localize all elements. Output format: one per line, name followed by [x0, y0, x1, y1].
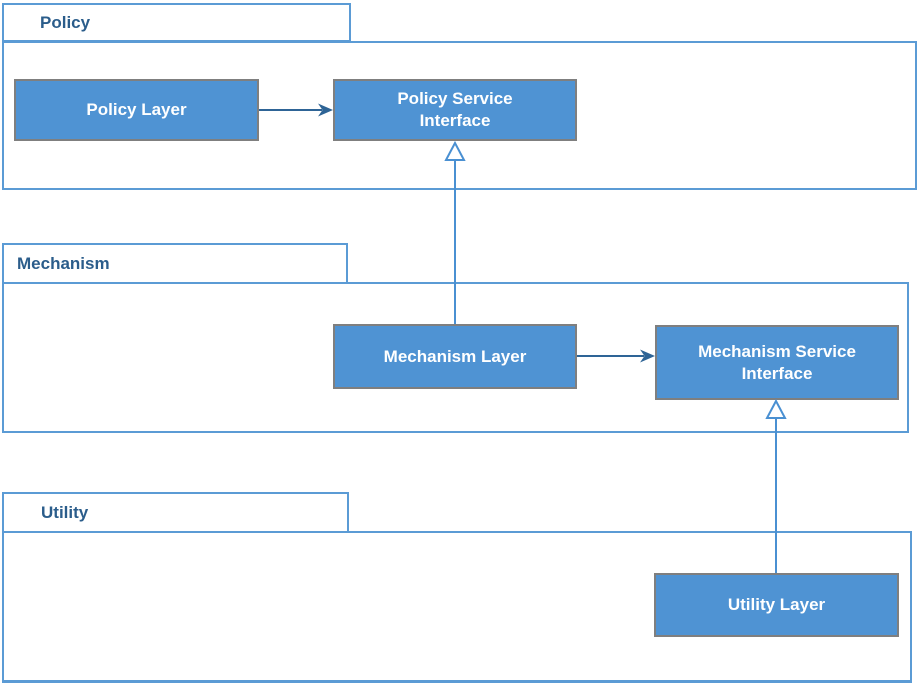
package-utility-label: Utility	[41, 502, 89, 522]
node-policy-service-interface[interactable]: Policy Service Interface	[333, 79, 577, 141]
node-mechanism-layer-label: Mechanism Layer	[383, 346, 527, 366]
package-policy-label: Policy	[40, 12, 91, 32]
node-mechanism-service-interface-label-line1: Mechanism Service	[698, 341, 856, 361]
package-policy-tab[interactable]: Policy	[2, 3, 351, 42]
node-mechanism-service-interface[interactable]: Mechanism Service Interface	[655, 325, 899, 400]
package-mechanism-label: Mechanism	[17, 253, 110, 273]
node-mechanism-layer[interactable]: Mechanism Layer	[333, 324, 577, 389]
node-utility-layer-label: Utility Layer	[727, 595, 826, 614]
node-policy-service-interface-label-line2: Interface	[419, 111, 491, 130]
package-utility-tab[interactable]: Utility	[2, 492, 349, 533]
node-utility-layer[interactable]: Utility Layer	[654, 573, 899, 637]
node-policy-service-interface-label-line1: Policy Service	[397, 89, 513, 108]
node-policy-layer[interactable]: Policy Layer	[14, 79, 259, 141]
node-policy-layer-label: Policy Layer	[86, 100, 187, 119]
package-mechanism-tab[interactable]: Mechanism	[2, 243, 348, 284]
node-mechanism-service-interface-label-line2: Interface	[741, 363, 813, 383]
